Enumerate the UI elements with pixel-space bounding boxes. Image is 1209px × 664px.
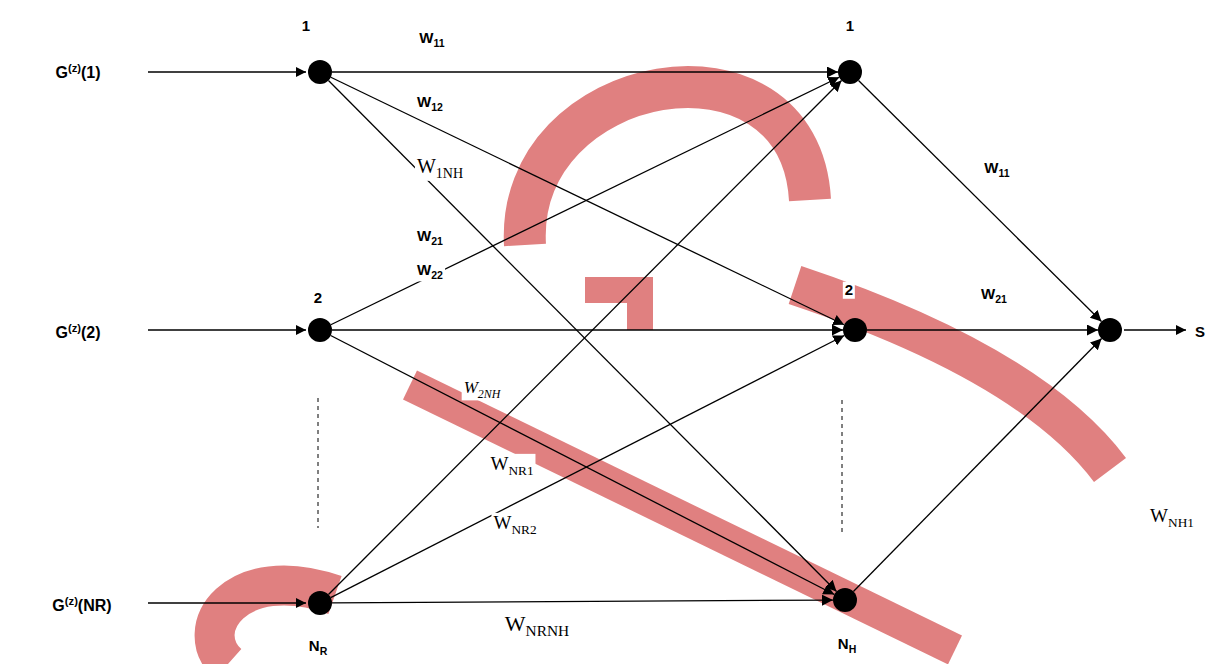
weight-connection — [853, 339, 1101, 592]
neuron-dot — [1098, 318, 1122, 342]
neuron-dot — [308, 318, 332, 342]
dashed-ellipsis — [842, 400, 843, 532]
weight-connection — [328, 80, 841, 594]
neuron-number: NH — [836, 636, 858, 655]
input-neuron: 1 — [308, 60, 332, 84]
input-signal-label: G(z)(NR) — [50, 595, 113, 614]
weight-connection — [332, 329, 843, 330]
watermark-stroke — [215, 585, 335, 664]
weight-label: W21 — [415, 228, 445, 247]
weight-label: WNR1 — [488, 454, 535, 478]
input-signal-label: G(z)(1) — [53, 62, 102, 81]
input-neuron: NR — [308, 591, 332, 615]
weight-connection — [332, 71, 838, 72]
weight-label: W22 — [415, 262, 445, 281]
neuron-dot — [833, 588, 857, 612]
neuron-number: 1 — [300, 18, 312, 35]
weight-label: W12 — [415, 94, 445, 113]
weight-label: WNRNH — [503, 612, 571, 640]
weight-connection — [328, 81, 836, 592]
weight-label: W1NH — [415, 155, 465, 181]
watermark-stroke — [525, 87, 810, 245]
weight-connection — [859, 80, 1102, 321]
input-neuron: 2 — [308, 318, 332, 342]
neuron-dot — [843, 318, 867, 342]
neuron-number: 2 — [312, 290, 324, 307]
input-arrow — [148, 602, 306, 603]
hidden-neuron: 2 — [843, 318, 867, 342]
neuron-number: NR — [307, 638, 329, 657]
watermark-stroke — [410, 385, 955, 650]
weight-label: W11 — [982, 160, 1011, 179]
dashed-ellipsis — [318, 398, 319, 528]
neuron-dot — [308, 60, 332, 84]
weight-label: W11 — [417, 30, 446, 49]
input-signal-label: G(z)(2) — [53, 322, 102, 341]
weight-label: W21 — [979, 286, 1009, 305]
output-arrow — [1124, 329, 1186, 330]
output-neuron: S — [1098, 318, 1122, 342]
watermark — [215, 87, 1110, 664]
weight-connection — [332, 600, 833, 603]
weight-connection — [331, 77, 839, 324]
weight-connection — [331, 77, 844, 325]
neuron-number: 2 — [843, 282, 855, 299]
weight-label: W2NH — [462, 379, 503, 400]
output-label: S — [1193, 324, 1207, 341]
weight-connection — [331, 335, 845, 597]
weight-connection — [331, 335, 835, 594]
hidden-neuron: NH — [833, 588, 857, 612]
neuron-number: 1 — [844, 18, 856, 35]
weight-connection — [867, 329, 1098, 330]
weight-label: WNR2 — [491, 513, 538, 537]
input-arrow — [148, 329, 306, 330]
input-arrow — [148, 71, 306, 72]
weight-label: WNH1 — [1148, 506, 1196, 530]
hidden-neuron: 1 — [838, 60, 862, 84]
neuron-dot — [838, 60, 862, 84]
neuron-dot — [308, 591, 332, 615]
